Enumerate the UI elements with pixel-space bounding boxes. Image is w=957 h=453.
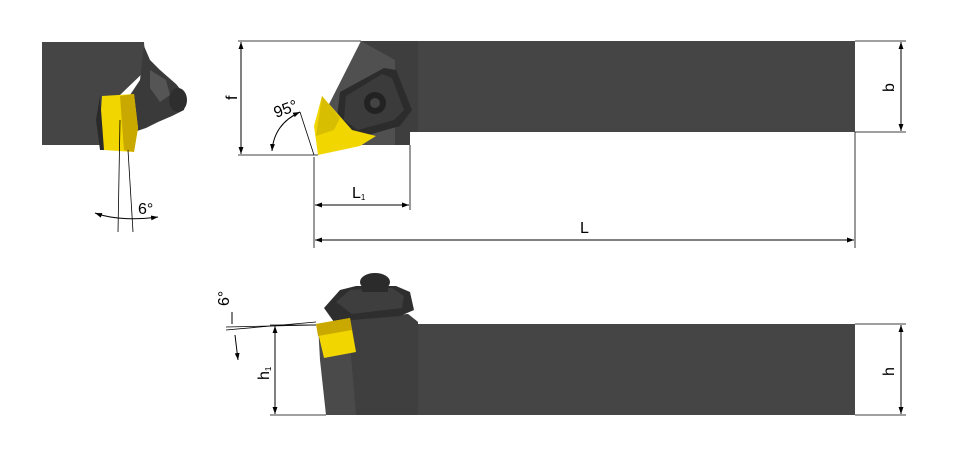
side-view-shank-dark-face bbox=[96, 96, 104, 150]
top-view-clamp-screw-inner bbox=[370, 98, 380, 108]
approach-angle-ref-line bbox=[299, 111, 315, 156]
side-view-shank bbox=[42, 42, 146, 145]
side-view-insert-face bbox=[120, 94, 138, 152]
approach-angle-arc bbox=[270, 111, 301, 152]
dim-label-f: f bbox=[224, 95, 241, 100]
top-view: f b 95° L1 L bbox=[224, 40, 906, 248]
dim-label-b: b bbox=[881, 83, 898, 92]
front-clearance-arc bbox=[232, 312, 238, 360]
dim-label-h: h bbox=[881, 367, 898, 376]
front-clearance-angle-label: 6° bbox=[216, 291, 233, 306]
dim-label-L: L bbox=[580, 220, 589, 237]
dim-label-L1: L1 bbox=[352, 185, 366, 202]
front-view-clamp-top bbox=[336, 288, 404, 314]
top-view-insert-shade bbox=[316, 96, 340, 136]
side-clearance-angle-label: 6° bbox=[138, 201, 153, 218]
approach-angle-label: 95° bbox=[272, 98, 301, 122]
side-view-left: 6° bbox=[42, 42, 187, 233]
dim-label-h1: h1 bbox=[256, 366, 273, 380]
side-clearance-line-2 bbox=[127, 149, 134, 233]
front-view-insert-face bbox=[316, 318, 352, 336]
side-view-clamp-screw bbox=[169, 88, 187, 112]
side-clearance-arc bbox=[94, 212, 159, 221]
side-view-clamp-highlight bbox=[150, 70, 170, 102]
front-view-head-face bbox=[348, 314, 418, 415]
front-view: 6° h1 h bbox=[216, 273, 906, 416]
top-view-shank bbox=[418, 41, 855, 132]
front-view-shank bbox=[418, 324, 855, 415]
front-view-clamp-screw-body bbox=[362, 280, 388, 292]
